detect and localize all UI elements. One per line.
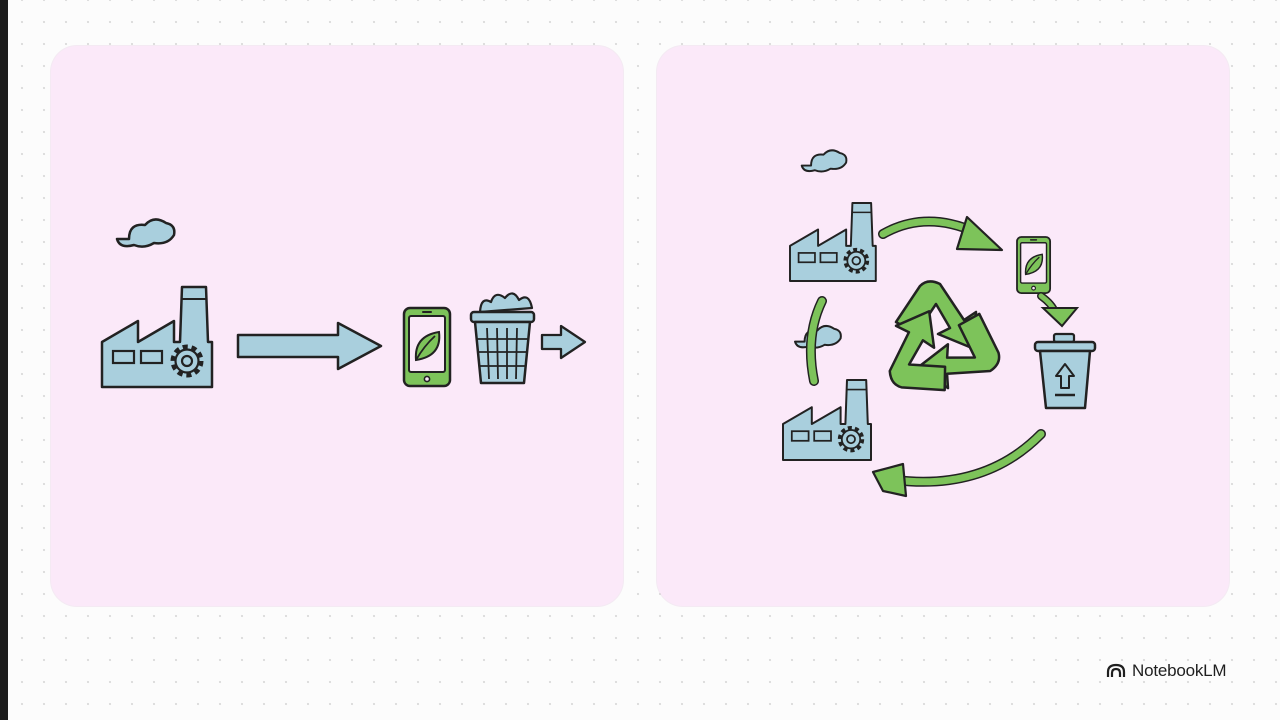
- smartphone-leaf-icon: [1016, 236, 1052, 295]
- arrow-icon: [1037, 292, 1080, 328]
- notebooklm-logo-icon: [1106, 663, 1126, 677]
- arrow-icon: [805, 296, 827, 386]
- brand-label: NotebookLM: [1132, 661, 1227, 680]
- factory-icon: [102, 219, 212, 387]
- arrow-icon: [878, 215, 1004, 252]
- arrow-right-icon: [540, 324, 587, 360]
- factory-icon: [783, 326, 871, 460]
- overflowing-trash-icon: [469, 292, 536, 385]
- arrow-icon: [871, 429, 1046, 498]
- arrow-right-icon: [236, 321, 383, 371]
- circular-economy-panel: [657, 46, 1229, 606]
- notebooklm-brand: NotebookLM: [1106, 659, 1227, 683]
- smartphone-leaf-icon: [402, 306, 452, 388]
- recycle-bin-icon: [1033, 332, 1097, 410]
- left-edge-strip: [0, 0, 8, 720]
- factory-icon: [788, 148, 878, 283]
- recycle-symbol-icon: [888, 280, 1001, 392]
- linear-economy-panel: [51, 46, 623, 606]
